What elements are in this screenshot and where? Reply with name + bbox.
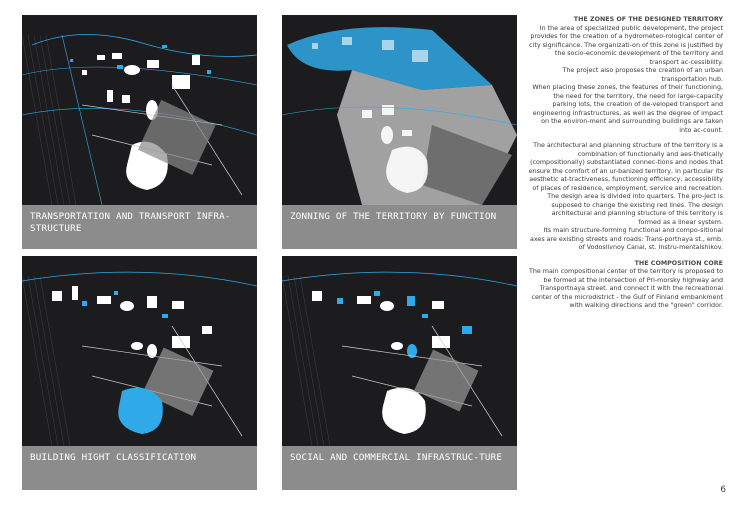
map-panel-social-commercial: SOCIAL AND COMMERCIAL INFRASTRUC-TURE	[282, 256, 517, 490]
paragraph: The design area is divided into quarters…	[547, 193, 723, 226]
paragraph: In the area of specialized public develo…	[529, 24, 723, 66]
panel-caption: BUILDING HIGHT CLASSIFICATION	[22, 446, 257, 490]
map-panel-transportation: TRANSPORTATION AND TRANSPORT INFRA-STRUC…	[22, 15, 257, 249]
building-height-map	[22, 256, 257, 446]
paragraph: The project also proposes the creation o…	[562, 67, 723, 83]
map-panel-building-height: BUILDING HIGHT CLASSIFICATION	[22, 256, 257, 490]
panel-caption: TRANSPORTATION AND TRANSPORT INFRA-STRUC…	[22, 205, 257, 249]
section-heading: THE COMPOSITION CORE	[634, 259, 723, 267]
section-heading: THE ZONES OF THE DESIGNED TERRITORY	[573, 16, 723, 23]
paragraph: When placing these zones, the features o…	[532, 84, 723, 134]
paragraph: The main compositional center of the ter…	[528, 268, 723, 309]
paragraph: The architectural and planning structure…	[528, 142, 723, 192]
map-panel-zoning: ZONNING OF THE TERRITORY BY FUNCTION	[282, 15, 517, 249]
description-text-column: THE ZONES OF THE DESIGNED TERRITORY In t…	[528, 16, 723, 311]
page-number: 6	[720, 485, 726, 495]
panel-caption: SOCIAL AND COMMERCIAL INFRASTRUC-TURE	[282, 446, 517, 490]
zoning-map	[282, 15, 517, 205]
social-commercial-map	[282, 256, 517, 446]
panel-caption: ZONNING OF THE TERRITORY BY FUNCTION	[282, 205, 517, 249]
paragraph: Its main structure-forming functional an…	[529, 227, 723, 251]
transportation-map	[22, 15, 257, 205]
